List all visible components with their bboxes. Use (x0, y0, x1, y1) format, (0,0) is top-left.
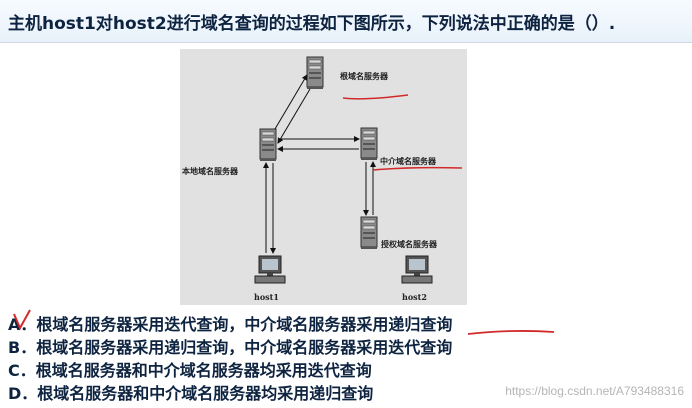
authoritative-server-icon (360, 216, 378, 250)
option-d[interactable]: D．根域名服务器和中介域名服务器均采用递归查询 (8, 384, 374, 403)
intermediate-server-label: 中介域名服务器 (380, 156, 436, 166)
host2-label: host2 (402, 292, 427, 302)
handwritten-underline-intermediate (372, 166, 463, 171)
local-server-label: 本地域名服务器 (182, 166, 238, 176)
option-c[interactable]: C．根域名服务器和中介域名服务器均采用迭代查询 (8, 361, 372, 380)
arrow-local-to-root (274, 74, 308, 130)
root-server-label: 根域名服务器 (340, 71, 388, 81)
local-server-icon (259, 128, 277, 162)
diagram-drawing (254, 56, 463, 284)
handwritten-underline-option-a (467, 330, 555, 335)
authoritative-server-label: 授权域名服务器 (381, 239, 437, 249)
question-header: 主机host1对host2进行域名查询的过程如下图所示，下列说法中正确的是（）. (0, 0, 692, 43)
option-a[interactable]: A．根域名服务器采用迭代查询，中介域名服务器采用递归查询 (8, 315, 453, 334)
host1-computer-icon (254, 255, 286, 284)
question-text: 主机host1对host2进行域名查询的过程如下图所示，下列说法中正确的是（）. (8, 14, 616, 34)
option-b[interactable]: B．根域名服务器采用递归查询，中介域名服务器采用迭代查询 (8, 338, 453, 357)
answer-options: A．根域名服务器采用迭代查询，中介域名服务器采用递归查询 B．根域名服务器采用递… (8, 313, 452, 405)
dns-query-diagram: 根域名服务器 本地域名服务器 中介域名服务器 授权域名服务器 host1 hos… (180, 49, 467, 305)
root-server-icon (306, 56, 324, 90)
host2-computer-icon (401, 255, 433, 284)
arrow-root-to-local (277, 88, 311, 144)
host1-label: host1 (254, 292, 279, 302)
csdn-watermark: https://blog.csdn.net/A793488316 (505, 384, 684, 398)
intermediate-server-icon (360, 127, 378, 161)
handwritten-underline-root (342, 94, 409, 100)
